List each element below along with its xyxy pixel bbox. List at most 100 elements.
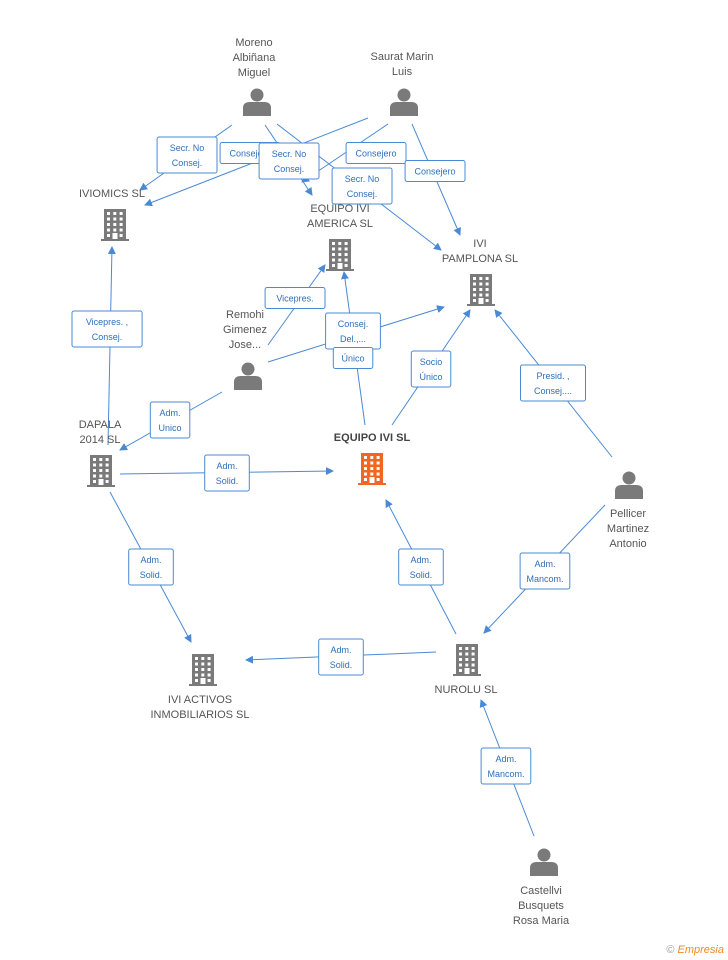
edge-label-text: Consej.... — [534, 386, 572, 396]
company-building-icon — [189, 654, 217, 686]
edge-label-box — [156, 136, 218, 174]
edge-label-text: Solid. — [330, 660, 353, 670]
edge-label-saurat-to-equipo_america[interactable]: Consejero — [345, 142, 407, 164]
person-icon — [243, 88, 271, 116]
edge-label-box — [345, 142, 407, 164]
node-label: DAPALA — [79, 419, 122, 431]
node-remohi[interactable]: RemohiGimenezJose... — [223, 309, 267, 390]
node-label: 2014 SL — [80, 434, 121, 446]
node-ivi_activos[interactable]: IVI ACTIVOS INMOBILIARIOS SL — [150, 654, 250, 721]
node-label: Luis — [392, 66, 413, 78]
credit[interactable]: © Empresia — [666, 944, 724, 956]
edge-label-text: Único — [419, 372, 442, 382]
person-icon — [234, 362, 262, 390]
node-label: Moreno — [235, 37, 272, 49]
edge-label-castellvi-to-nurolu[interactable]: Adm. Mancom. — [480, 747, 532, 785]
edge-label-pellicer-to-ivi_pamplona[interactable]: Presid. , Consej.... — [520, 364, 586, 402]
node-label: INMOBILIARIOS SL — [150, 709, 249, 721]
node-label: Busquets — [518, 900, 564, 912]
company-building-icon — [326, 239, 354, 271]
copyright-icon: © — [666, 944, 675, 956]
edge-label-nurolu-to-ivi_activos[interactable]: Adm.Solid. — [318, 638, 364, 676]
node-iviomics[interactable]: IVIOMICS SL — [79, 188, 145, 241]
person-icon — [615, 471, 643, 499]
edge-label-text: Solid. — [216, 476, 239, 486]
edge-label-remohi-to-equipo_america[interactable]: Vicepres. — [264, 287, 326, 309]
node-label: Jose... — [229, 339, 261, 351]
edge-label-text: Consej. — [92, 332, 123, 342]
edge-label-remohi-to-dapala[interactable]: Adm.Unico — [149, 401, 191, 439]
edge-label-remohi-to-ivi_pamplona[interactable]: Consej. Del.,... — [325, 312, 381, 350]
edge-label-dapala-to-iviomics[interactable]: Vicepres. ,Consej. — [71, 310, 143, 348]
node-label: Castellvi — [520, 885, 562, 897]
node-label: Gimenez — [223, 324, 267, 336]
edge-label-text: Solid. — [140, 570, 163, 580]
node-label: Pellicer — [610, 508, 646, 520]
edge-label-text: Consejero — [229, 149, 270, 159]
edge-label-pellicer-to-nurolu[interactable]: Adm.Mancom. — [519, 552, 571, 590]
node-label: Rosa Maria — [513, 915, 570, 927]
node-label: EQUIPO IVI — [310, 203, 369, 215]
edge-label-text: Adm. — [216, 461, 237, 471]
edge-label-text: Adm. — [159, 408, 180, 418]
node-label: IVI ACTIVOS — [168, 694, 232, 706]
edge-label-box — [520, 364, 586, 402]
edge-label-text: Consejero — [414, 167, 455, 177]
company-building-icon — [101, 209, 129, 241]
edge-label-text: Consej. — [274, 164, 305, 174]
edge-label-text: Consej. — [347, 189, 378, 199]
company-building-icon-focus — [358, 453, 386, 485]
edge-label-box — [264, 287, 326, 309]
node-label: Saurat Marin — [371, 51, 434, 63]
edge-label-dapala-to-ivi_activos[interactable]: Adm. Solid. — [128, 548, 174, 586]
edge-label-text: Solid. — [410, 570, 433, 580]
edge-label-text: Mancom. — [487, 769, 524, 779]
edge-label-box — [149, 401, 191, 439]
company-building-icon — [87, 455, 115, 487]
edge-label-text: Adm. — [495, 754, 516, 764]
edge-label-box — [398, 548, 444, 586]
node-label: EQUIPO IVI SL — [334, 432, 411, 444]
edge-label-text: Adm. — [140, 555, 161, 565]
edge-label-text: Adm. — [534, 559, 555, 569]
node-label: Albiñana — [233, 52, 277, 64]
node-ivi_pamplona[interactable]: IVI PAMPLONA SL — [442, 238, 518, 306]
node-equipo_ivi[interactable]: EQUIPO IVI SL — [334, 432, 411, 485]
edge-label-box — [318, 638, 364, 676]
node-dapala[interactable]: DAPALA 2014 SL — [79, 419, 122, 487]
edge-label-saurat-to-ivi_pamplona[interactable]: Consejero — [404, 160, 466, 182]
node-label: PAMPLONA SL — [442, 253, 518, 265]
edge-label-equipo_ivi-to-equipo_america[interactable]: Único — [332, 347, 374, 369]
edge-label-box — [258, 142, 320, 180]
node-label: Martinez — [607, 523, 649, 535]
node-nurolu[interactable]: NUROLU SL — [435, 644, 498, 696]
edge-label-box — [331, 167, 393, 205]
edge-label-box — [404, 160, 466, 182]
edge-label-text: Presid. , — [536, 371, 569, 381]
edge-label-box — [519, 552, 571, 590]
edge-label-box — [71, 310, 143, 348]
edge-label-text: Consejero — [355, 149, 396, 159]
node-label: IVI — [473, 238, 486, 250]
edge-label-box — [410, 350, 452, 388]
edge-label-box — [204, 454, 250, 492]
edge-label-text: Del.,... — [340, 334, 366, 344]
edge-label-box — [128, 548, 174, 586]
edge-label-text: Socio — [420, 357, 443, 367]
edge-label-text: Consej. — [338, 319, 369, 329]
edge-label-nurolu-to-equipo_ivi[interactable]: Adm. Solid. — [398, 548, 444, 586]
company-building-icon — [453, 644, 481, 676]
edge-label-dapala-to-equipo_ivi[interactable]: Adm. Solid. — [204, 454, 250, 492]
edge-label-text: Adm. — [410, 555, 431, 565]
